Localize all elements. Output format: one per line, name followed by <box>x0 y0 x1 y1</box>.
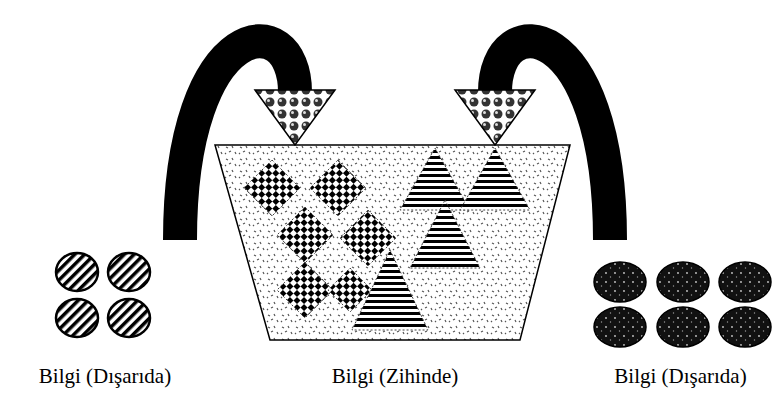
mind-container: Bilgi (Zihinde) <box>215 145 575 388</box>
curved-arrow <box>455 39 610 240</box>
arrow-body <box>495 41 610 240</box>
curved-arrow <box>180 39 335 240</box>
arrow-head <box>455 90 535 145</box>
node-label: Bilgi (Dışarıda) <box>585 364 776 388</box>
arrow-head <box>255 90 335 145</box>
arrow-body <box>180 41 295 240</box>
info-group: Bilgi (Dışarıda) <box>585 240 776 388</box>
outside-info-right <box>594 262 771 347</box>
info-group: Bilgi (Dışarıda) <box>5 240 205 388</box>
mind-basket <box>215 145 570 340</box>
node-label: Bilgi (Zihinde) <box>215 364 575 388</box>
outside-info-left <box>56 253 150 337</box>
node-label: Bilgi (Dışarıda) <box>5 364 205 388</box>
